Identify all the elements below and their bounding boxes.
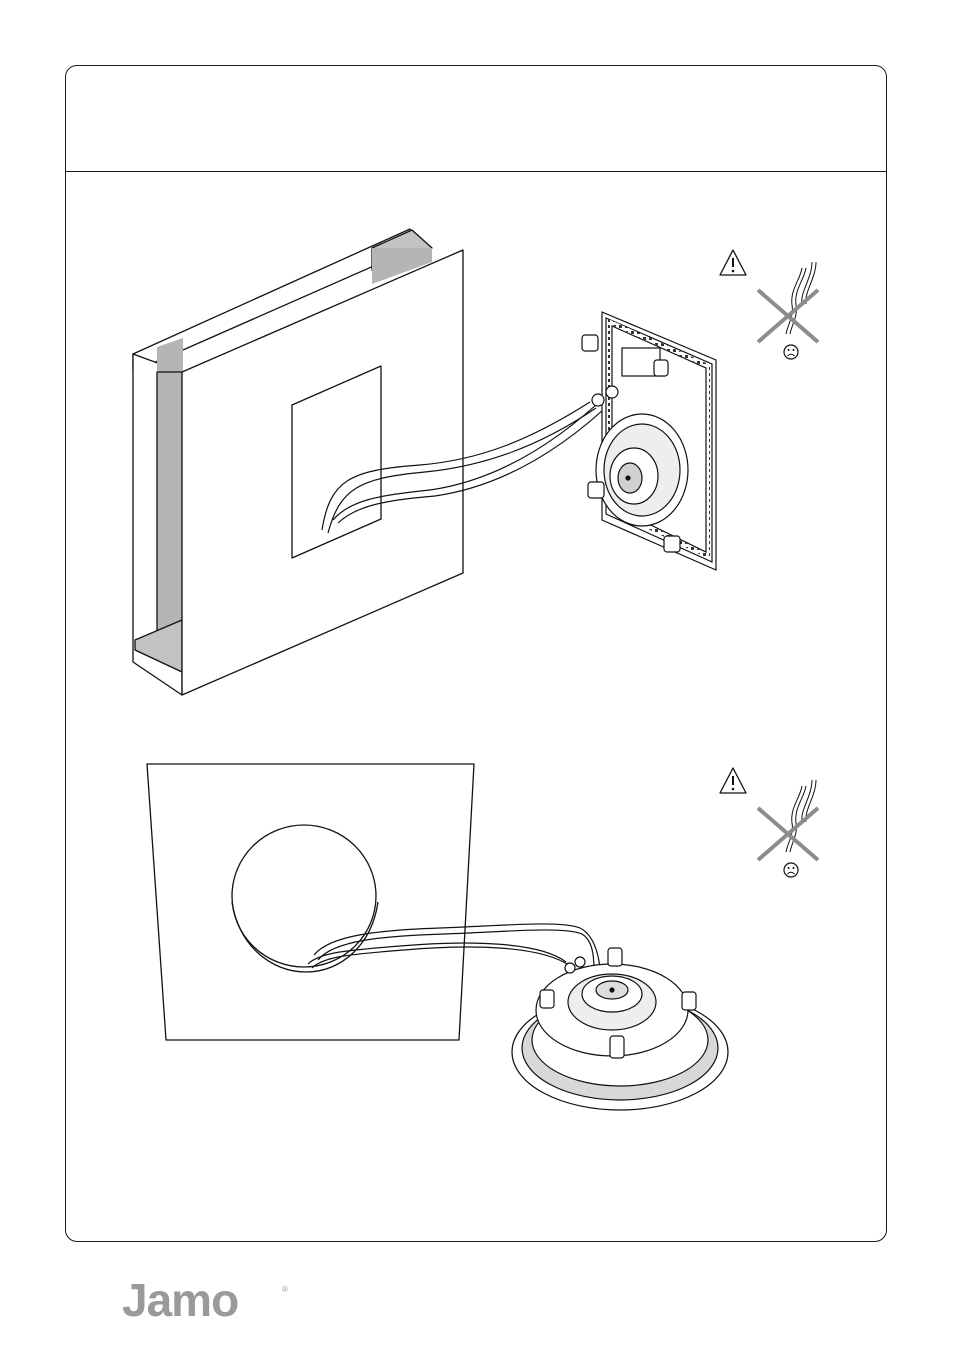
logo-text: Jamo [122,1278,238,1326]
in-ceiling-speaker [512,948,728,1110]
warning-triangle-icon [720,768,746,793]
in-wall-speaker [582,312,716,570]
sad-face-icon [784,345,798,359]
ceiling-panel-drawing [147,764,600,1040]
crossed-cable-icon [758,780,818,860]
warning-triangle-icon [720,250,746,275]
registered-mark: ® [282,1285,288,1294]
crossed-cable-icon [758,262,818,342]
sad-face-icon [784,863,798,877]
wall-section-drawing [133,229,616,695]
jamo-logo: Jamo ® [122,1278,292,1328]
